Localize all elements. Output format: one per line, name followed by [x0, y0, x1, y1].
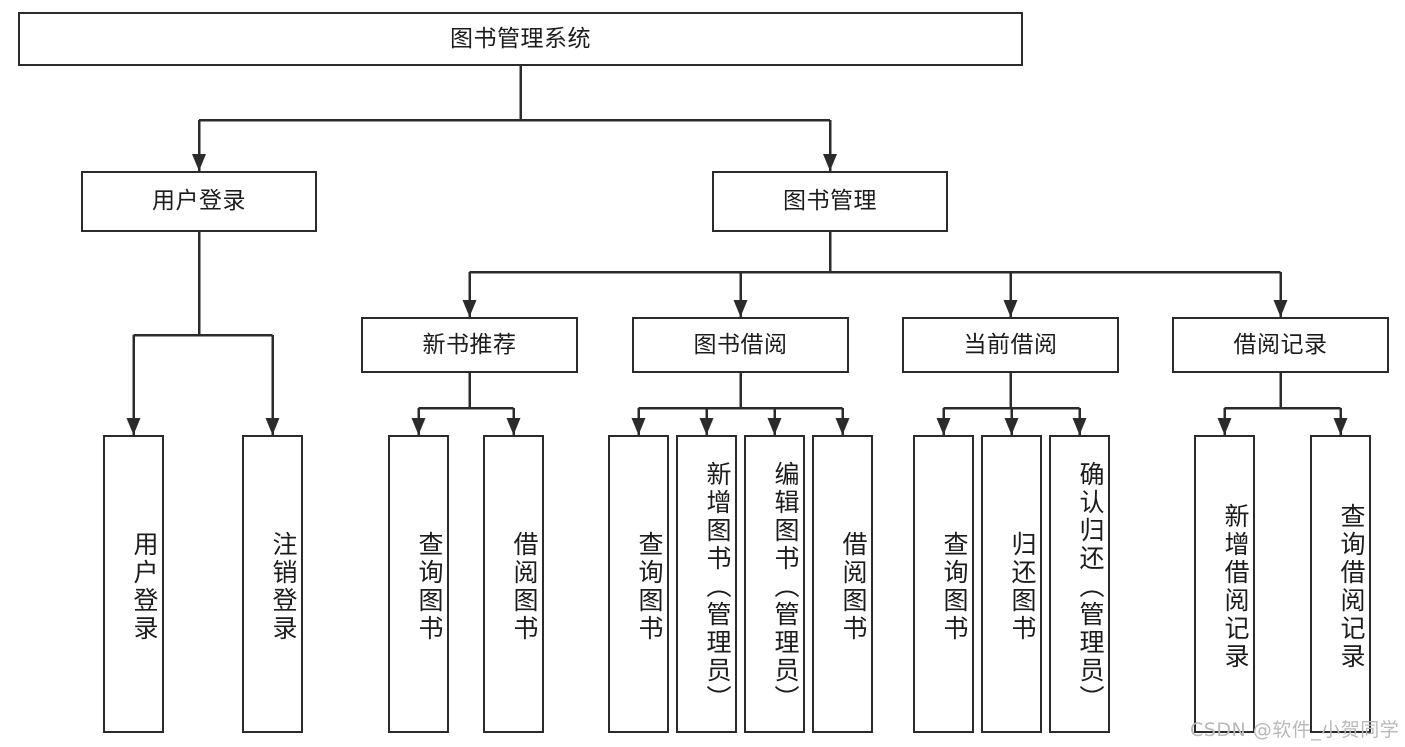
arrowhead-leaf2 — [265, 418, 280, 435]
node-label: 新增图书（管理员） — [703, 461, 732, 713]
node-borrow[interactable]: 图书借阅 — [632, 317, 849, 373]
arrowhead-leaf13 — [1333, 418, 1348, 435]
node-label: 用户登录 — [152, 188, 246, 215]
arrowhead-borrow — [733, 300, 748, 317]
node-root[interactable]: 图书管理系统 — [18, 12, 1023, 66]
arrowhead-bookmgmt — [823, 154, 837, 171]
node-leaf5[interactable]: 查询图书 — [608, 435, 669, 733]
node-label: 图书管理 — [783, 188, 877, 215]
node-label: 新增借阅记录 — [1221, 503, 1250, 671]
arrowhead-leaf9 — [936, 418, 951, 435]
node-label: 借阅图书 — [510, 531, 539, 643]
arrowhead-leaf3 — [411, 418, 426, 435]
node-label: 查询图书 — [635, 531, 664, 643]
node-leaf4[interactable]: 借阅图书 — [483, 435, 544, 733]
node-current[interactable]: 当前借阅 — [902, 317, 1119, 373]
node-leaf9[interactable]: 查询图书 — [913, 435, 974, 733]
arrowhead-leaf7 — [767, 418, 782, 435]
arrowhead-current — [1003, 300, 1018, 317]
arrowhead-leaf11 — [1072, 418, 1087, 435]
node-leaf7[interactable]: 编辑图书（管理员） — [744, 435, 805, 733]
node-leaf8[interactable]: 借阅图书 — [812, 435, 873, 733]
node-label: 编辑图书（管理员） — [771, 461, 800, 713]
arrowhead-leaf1 — [126, 418, 141, 435]
arrowhead-leaf10 — [1004, 418, 1019, 435]
node-label: 注销登录 — [269, 531, 298, 643]
node-leaf11[interactable]: 确认归还（管理员） — [1049, 435, 1110, 733]
node-label: 图书借阅 — [693, 331, 788, 358]
arrowhead-records — [1273, 300, 1288, 317]
node-label: 用户登录 — [130, 531, 159, 643]
arrowhead-leaf4 — [506, 418, 521, 435]
node-login[interactable]: 用户登录 — [81, 171, 317, 232]
node-leaf10[interactable]: 归还图书 — [981, 435, 1042, 733]
node-label: 查询图书 — [415, 531, 444, 643]
node-label: 当前借阅 — [963, 331, 1058, 358]
node-newbook[interactable]: 新书推荐 — [361, 317, 578, 373]
node-label: 查询图书 — [940, 531, 969, 643]
node-label: 图书管理系统 — [450, 25, 591, 52]
node-label: 借阅记录 — [1233, 331, 1328, 358]
node-leaf2[interactable]: 注销登录 — [242, 435, 303, 733]
arrowhead-leaf6 — [699, 418, 714, 435]
arrowhead-leaf12 — [1217, 418, 1232, 435]
node-label: 新书推荐 — [422, 331, 517, 358]
node-label: 借阅图书 — [839, 531, 868, 643]
node-label: 归还图书 — [1008, 531, 1037, 643]
arrowhead-login — [192, 154, 206, 171]
node-leaf3[interactable]: 查询图书 — [388, 435, 449, 733]
node-leaf12[interactable]: 新增借阅记录 — [1194, 435, 1255, 733]
node-label: 查询借阅记录 — [1337, 503, 1366, 671]
node-label: 确认归还（管理员） — [1076, 461, 1105, 713]
node-leaf1[interactable]: 用户登录 — [103, 435, 164, 733]
arrowhead-newbook — [462, 300, 477, 317]
arrowhead-leaf8 — [835, 418, 850, 435]
node-records[interactable]: 借阅记录 — [1172, 317, 1389, 373]
node-leaf13[interactable]: 查询借阅记录 — [1310, 435, 1371, 733]
node-bookmgmt[interactable]: 图书管理 — [712, 171, 948, 232]
arrowhead-leaf5 — [631, 418, 646, 435]
node-leaf6[interactable]: 新增图书（管理员） — [676, 435, 737, 733]
